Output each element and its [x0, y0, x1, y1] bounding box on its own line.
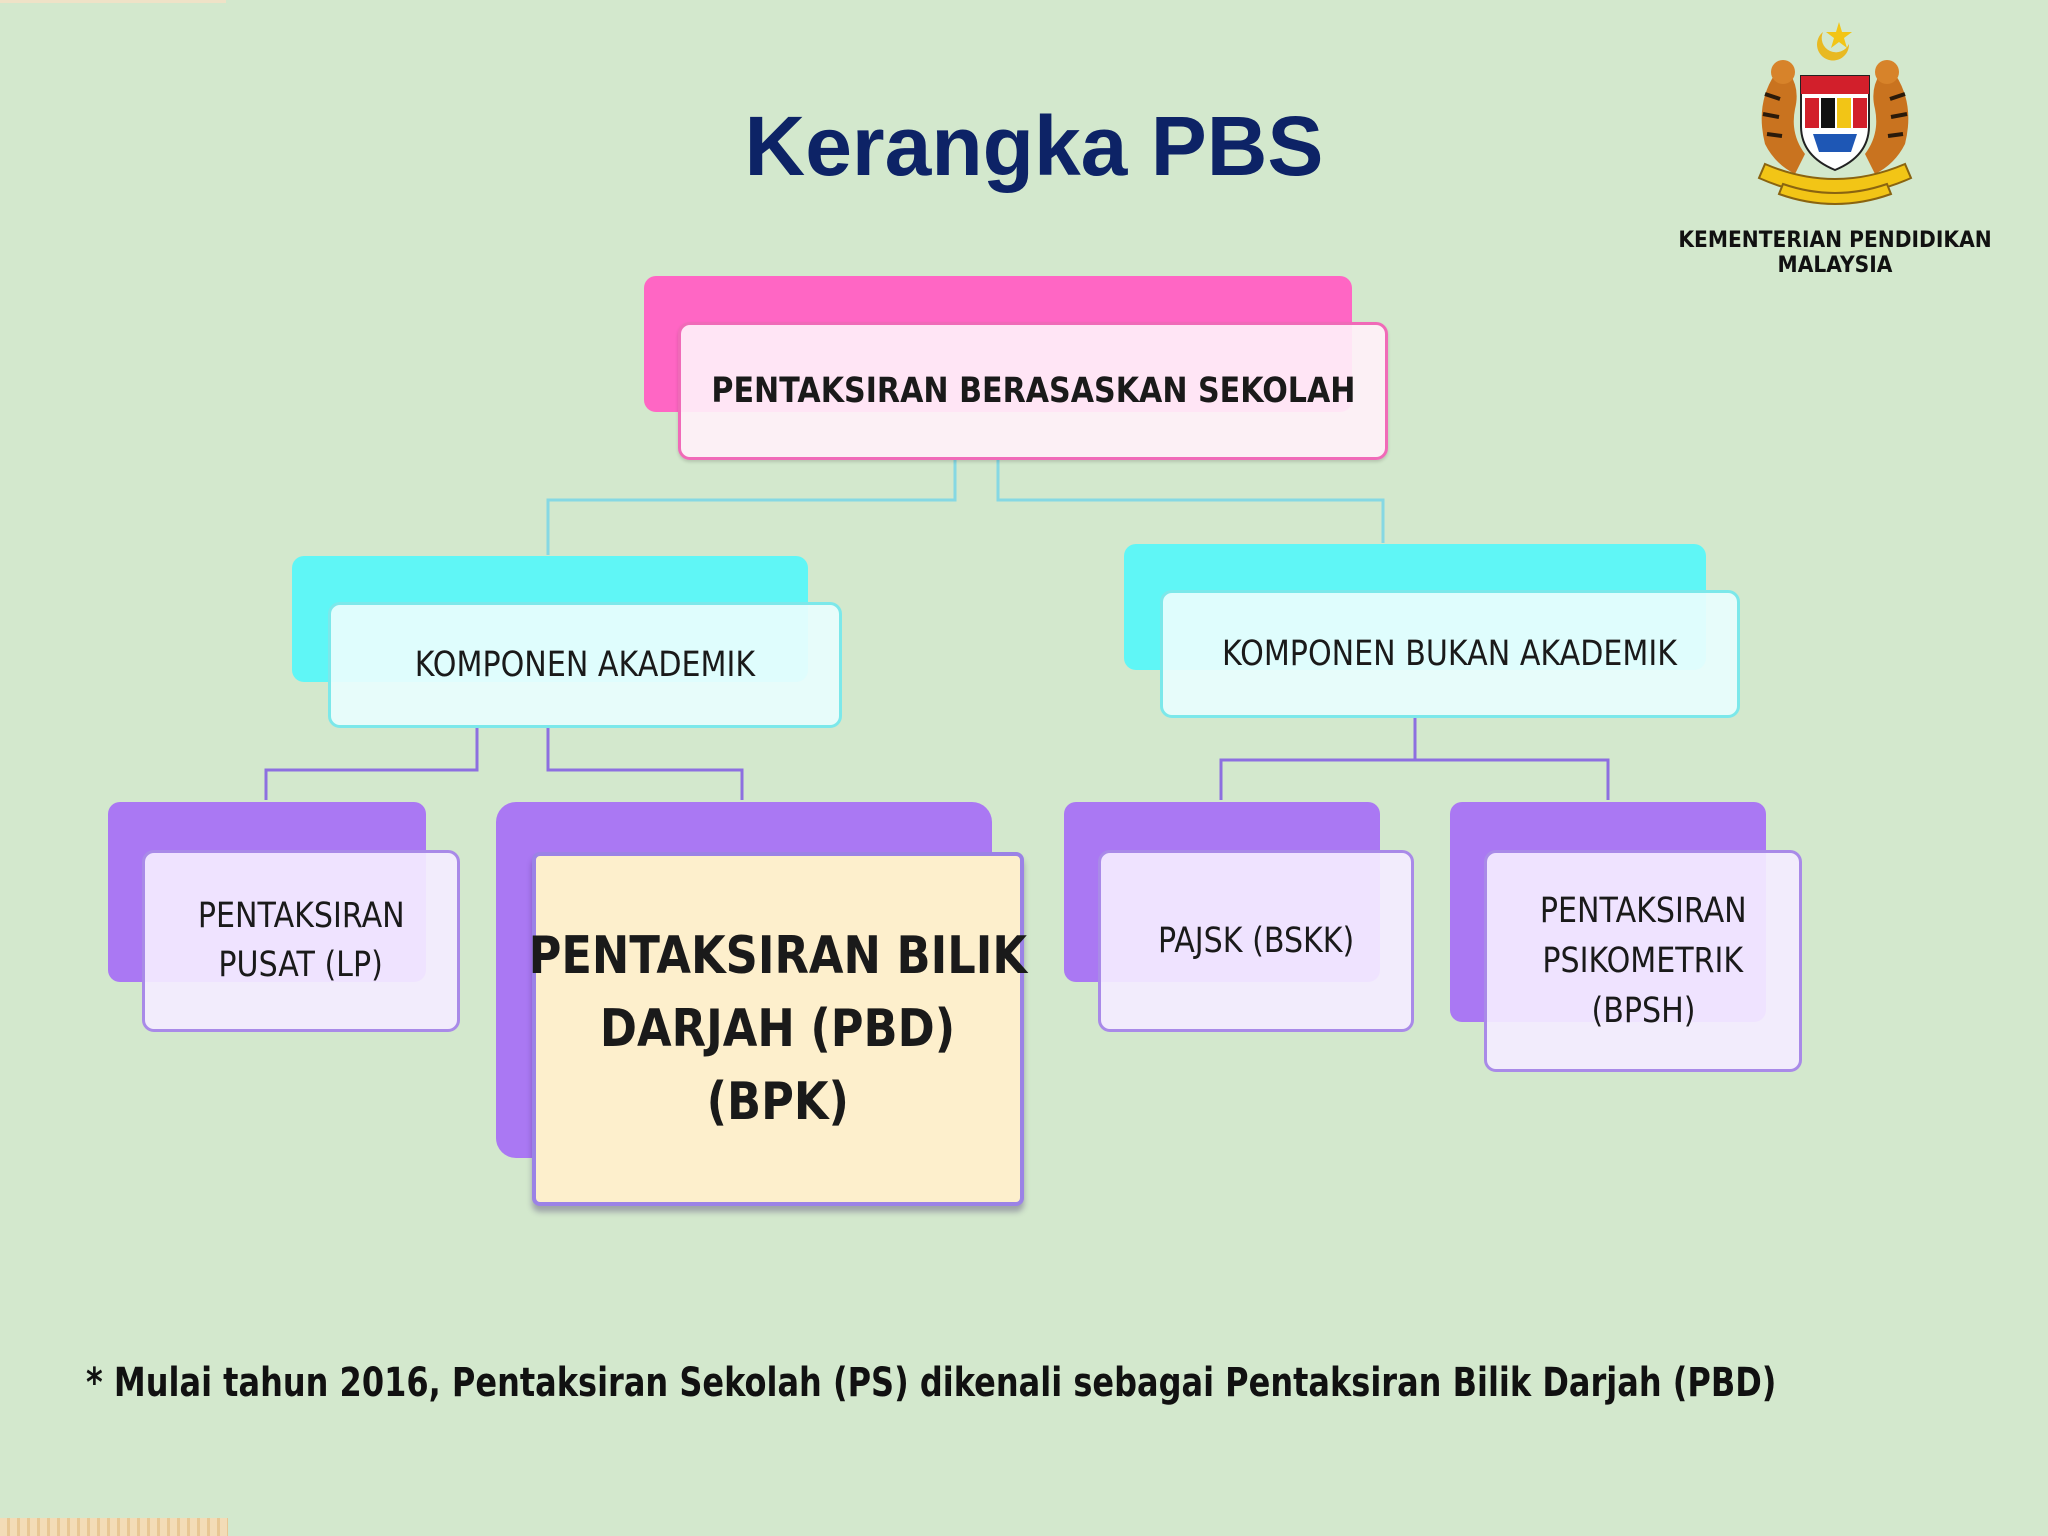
lp-node: PENTAKSIRAN PUSAT (LP) — [142, 850, 460, 1032]
corner-accent — [0, 0, 226, 3]
lp-node-line-1: PENTAKSIRAN — [197, 896, 405, 936]
psikometrik-node-line-3: (BPSH) — [1590, 991, 1696, 1031]
malaysia-coat-of-arms-icon — [1735, 14, 1935, 214]
academic-node-label: KOMPONEN AKADEMIK — [414, 645, 756, 685]
non-academic-node-label: KOMPONEN BUKAN AKADEMIK — [1222, 634, 1678, 674]
non-academic-node: KOMPONEN BUKAN AKADEMIK — [1160, 590, 1740, 718]
root-node-label: PENTAKSIRAN BERASASKAN SEKOLAH — [710, 371, 1356, 411]
pbd-node-line-2: DARJAH (PBD) — [600, 998, 956, 1059]
lp-node-line-2: PUSAT (LP) — [218, 945, 384, 985]
ministry-label: KEMENTERIAN PENDIDIKAN MALAYSIA — [1678, 228, 1992, 278]
academic-node: KOMPONEN AKADEMIK — [328, 602, 842, 728]
psikometrik-node: PENTAKSIRAN PSIKOMETRIK (BPSH) — [1484, 850, 1802, 1072]
pajsk-node: PAJSK (BSKK) — [1098, 850, 1414, 1032]
footnote: * Mulai tahun 2016, Pentaksiran Sekolah … — [86, 1360, 1777, 1406]
pajsk-node-label: PAJSK (BSKK) — [1157, 921, 1355, 961]
pbd-node-line-1: PENTAKSIRAN BILIK — [528, 925, 1028, 986]
root-node: PENTAKSIRAN BERASASKAN SEKOLAH — [678, 322, 1388, 460]
psikometrik-node-line-1: PENTAKSIRAN — [1539, 891, 1747, 931]
pbd-node: PENTAKSIRAN BILIK DARJAH (PBD) (BPK) — [528, 852, 1028, 1206]
decorative-strip — [0, 1518, 228, 1536]
pbd-node-line-3: (BPK) — [706, 1071, 850, 1132]
page-title: Kerangka PBS — [744, 99, 1324, 193]
psikometrik-node-line-2: PSIKOMETRIK — [1542, 941, 1744, 981]
